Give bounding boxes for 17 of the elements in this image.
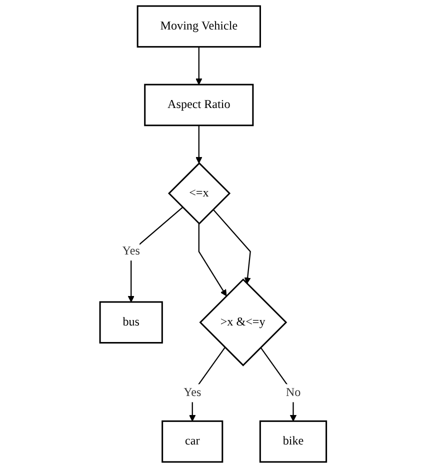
arrow: [195, 125, 202, 164]
edge-label: Yes: [122, 244, 140, 258]
arrow: [188, 347, 226, 422]
arrow: [128, 206, 183, 302]
arrow: [212, 209, 251, 284]
arrow: [195, 46, 202, 85]
node-box: bus: [99, 301, 163, 344]
node-box: car: [161, 420, 223, 463]
node-box: bike: [259, 420, 327, 463]
node-diamond: >x &<=y: [199, 278, 287, 366]
node-box: Aspect Ratio: [144, 84, 254, 126]
node-box: Moving Vehicle: [136, 5, 261, 48]
arrow: [260, 347, 296, 422]
edge-label: No: [286, 386, 300, 400]
node-diamond: <=x: [168, 162, 230, 225]
edge-label: Yes: [183, 386, 201, 400]
arrow: [198, 224, 227, 296]
